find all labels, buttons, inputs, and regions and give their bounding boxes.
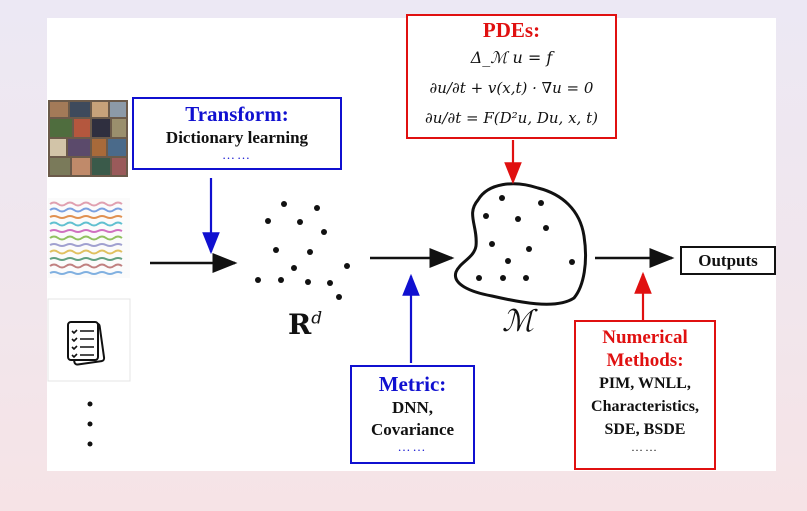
document-icon	[47, 298, 131, 382]
more-inputs-ellipsis	[87, 401, 93, 447]
pde-nonlinear: ∂u/∂t = F(D²u, Du, x, t)	[425, 109, 598, 127]
numerical-title-line2: Methods:	[606, 350, 684, 371]
numerical-title-line1: Numerical	[602, 327, 688, 348]
numerical-ellipsis: ……	[631, 440, 659, 454]
pde-transport: ∂u/∂t + v(x,t) · ∇u = 0	[429, 79, 594, 97]
pde-laplace-beltrami: Δ_ℳ u = f	[470, 48, 553, 67]
manifold-label: ℳ	[502, 304, 535, 339]
numerical-line1: PIM, WNLL,	[599, 375, 691, 392]
numerical-methods-box: Numerical Methods: PIM, WNLL, Characteri…	[574, 320, 716, 470]
metric-ellipsis: ……	[397, 439, 428, 454]
manifold-shape	[454, 182, 588, 306]
metric-box: Metric: DNN, Covariance ……	[350, 365, 475, 464]
pdes-title: PDEs:	[482, 18, 541, 42]
outputs-label: Outputs	[698, 251, 758, 270]
metric-line2: Covariance	[370, 420, 455, 439]
rd-point-cloud	[255, 201, 350, 300]
metric-title: Metric:	[378, 372, 447, 396]
signal-traces-thumbnail	[48, 198, 130, 278]
pdes-box: PDEs: Δ_ℳ u = f ∂u/∂t + v(x,t) · ∇u = 0 …	[406, 14, 617, 139]
transform-body: Dictionary learning	[165, 128, 309, 147]
manifold-points	[476, 195, 575, 281]
transform-ellipsis: ……	[222, 147, 252, 162]
transform-box: Transform: Dictionary learning ……	[132, 97, 342, 170]
outputs-box: Outputs	[680, 246, 776, 275]
numerical-line2: Characteristics,	[591, 398, 699, 415]
rd-label: Rd	[288, 308, 323, 341]
image-collage-thumbnail	[48, 100, 128, 177]
metric-line1: DNN,	[391, 398, 434, 417]
numerical-line3: SDE, BSDE	[604, 421, 686, 438]
transform-title: Transform:	[185, 102, 289, 126]
